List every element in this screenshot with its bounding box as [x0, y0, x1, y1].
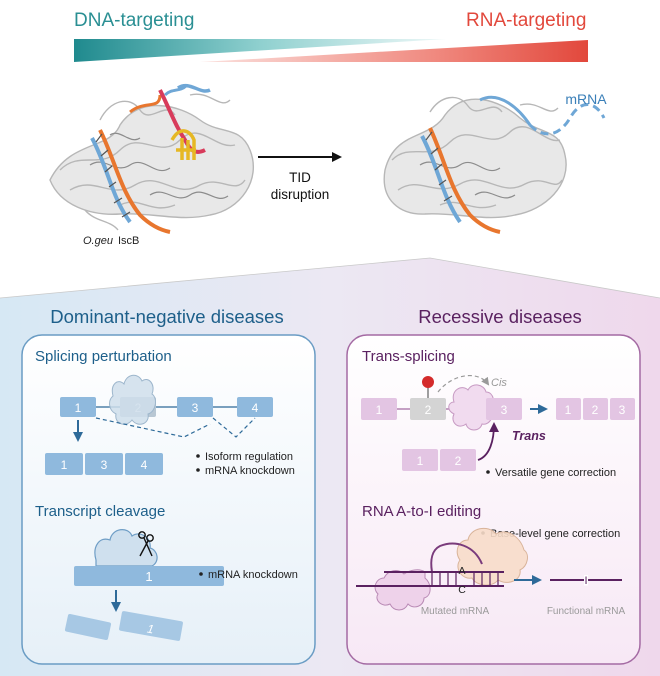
scissors-icon: [138, 531, 154, 557]
iscb-blob-splicing: [109, 374, 156, 425]
iscb-structure-rna: [383, 95, 606, 234]
arrow-label-disruption: disruption: [271, 187, 330, 202]
splicing-exon-1-label: 1: [75, 401, 82, 415]
editing-bullet-1: Base-level gene correction: [490, 528, 620, 540]
splicing-exon-3: 3: [177, 397, 213, 417]
trans-rna-exon-1-label: 1: [417, 454, 424, 468]
splicing-bullet-1: Isoform regulation: [205, 451, 293, 463]
projection-edge: [0, 257, 660, 299]
trans-label: Trans: [512, 429, 546, 443]
arrow-label-tid: TID: [289, 170, 311, 185]
iscb-structure-dna: [49, 83, 255, 234]
trans-arrow: [477, 422, 499, 461]
splicing-exon-1: 1: [60, 397, 96, 417]
base-pairs: [431, 573, 499, 585]
splicing-exon-3-label: 3: [192, 401, 199, 415]
trans-exon-2-mutant: 2: [410, 398, 446, 420]
trans-exon-3: 3: [486, 398, 522, 420]
dna-gradient-wedge: [74, 39, 446, 62]
bullet-dot: [486, 470, 490, 474]
trans-exon-2-label: 2: [425, 403, 432, 417]
trans-bullet-1: Versatile gene correction: [495, 467, 616, 479]
bullet-dot: [199, 572, 203, 576]
editing-title: RNA A-to-I editing: [362, 503, 481, 520]
functional-mrna-label: Functional mRNA: [547, 606, 626, 617]
trans-rna-exon-2: 2: [440, 449, 476, 471]
guide-rna-loop: [430, 542, 483, 573]
trans-rna-exon-1: 1: [402, 449, 438, 471]
trans-splicing-title: Trans-splicing: [362, 348, 455, 365]
trans-exon-1-label: 1: [376, 403, 383, 417]
trans-result-exons: 1 2 3: [556, 398, 635, 420]
trans-result-exon-2-label: 2: [592, 403, 599, 417]
cis-dashed-arrow: [437, 375, 490, 393]
splicing-title: Splicing perturbation: [35, 348, 172, 365]
trans-exon-3-label: 3: [501, 403, 508, 417]
dominant-title: Dominant-negative diseases: [50, 306, 283, 327]
cleavage-title: Transcript cleavage: [35, 503, 165, 520]
spliced-exon-3-label: 3: [101, 458, 108, 472]
protein-label: IscB: [118, 235, 139, 247]
bullet-dot: [196, 468, 200, 472]
splicing-exon-4-label: 4: [252, 401, 259, 415]
trans-rna-exon-2-label: 2: [455, 454, 462, 468]
spliced-exon-1-label: 1: [61, 458, 68, 472]
splicing-exon-4: 4: [237, 397, 273, 417]
species-label: O.geu: [83, 235, 113, 247]
mutation-marker-icon: [422, 376, 434, 388]
recessive-title: Recessive diseases: [418, 306, 582, 327]
spliced-exon-3: 3: [85, 453, 123, 475]
fragment-label: 1: [146, 621, 155, 636]
cleaved-fragments: 1: [64, 611, 183, 641]
trans-result-exon-3-label: 3: [619, 403, 626, 417]
base-i-label: I: [584, 575, 587, 587]
rna-gradient-wedge: [200, 40, 588, 62]
cis-label: Cis: [491, 377, 507, 389]
trans-result-exon-1-label: 1: [565, 403, 572, 417]
spliced-exon-1: 1: [45, 453, 83, 475]
dominant-panel: [21, 334, 316, 665]
spliced-exon-4: 4: [125, 453, 163, 475]
base-a-label: A: [458, 565, 465, 577]
mutated-mrna-label: Mutated mRNA: [421, 606, 490, 617]
spliced-exon-4-label: 4: [141, 458, 148, 472]
splicing-dashed-joins: [95, 417, 256, 438]
rna-targeting-label: RNA-targeting: [466, 10, 586, 31]
cleavage-transcript: 1: [74, 566, 224, 586]
mrna-label: mRNA: [565, 91, 607, 107]
trans-exon-1: 1: [361, 398, 397, 420]
bullet-dot: [196, 454, 200, 458]
base-c-label: C: [458, 584, 466, 596]
cleavage-bullet-1: mRNA knockdown: [208, 569, 298, 581]
splicing-bullet-2: mRNA knockdown: [205, 465, 295, 477]
cleavage-exon-label: 1: [145, 569, 152, 584]
dna-targeting-label: DNA-targeting: [74, 10, 194, 31]
